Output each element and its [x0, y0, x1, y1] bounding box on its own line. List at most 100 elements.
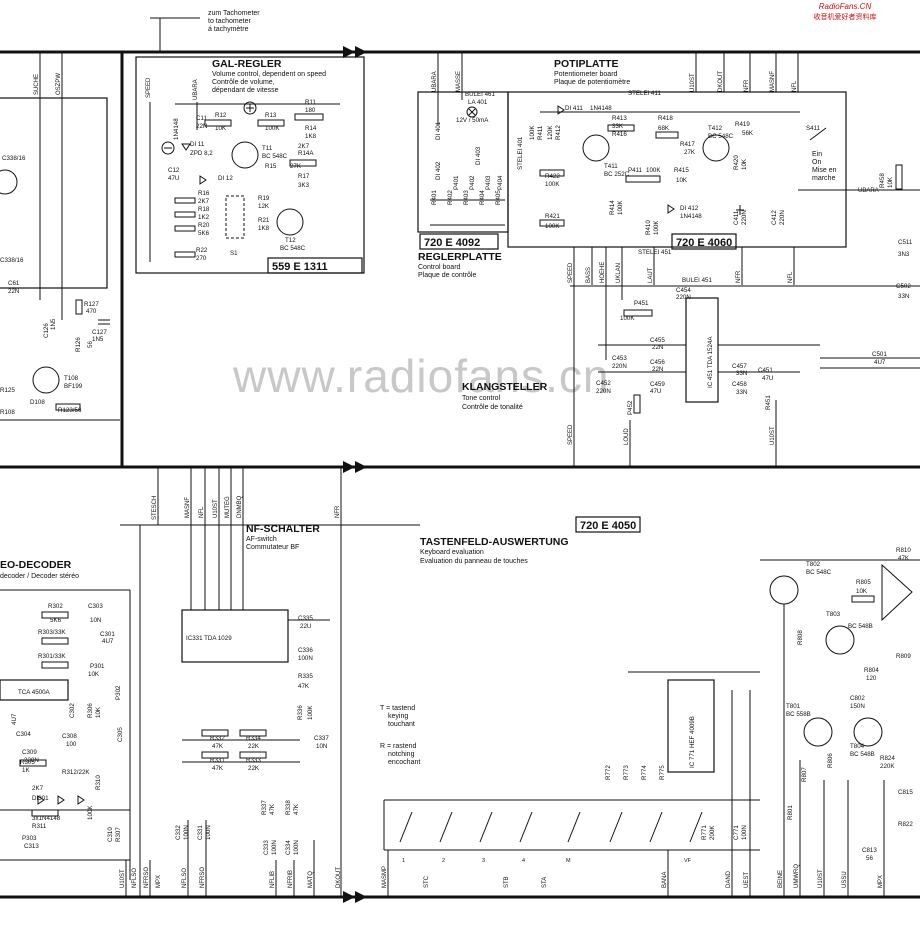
- svg-text:BULEI 451: BULEI 451: [682, 277, 712, 284]
- svg-text:C61: C61: [8, 280, 20, 287]
- svg-text:decoder / Decoder stéréo: decoder / Decoder stéréo: [0, 573, 79, 580]
- svg-text:NFR: NFR: [335, 505, 341, 518]
- svg-text:U10ST: U10ST: [818, 869, 824, 888]
- svg-text:MASNF: MASNF: [185, 497, 191, 518]
- svg-text:R123/56: R123/56: [58, 407, 82, 414]
- svg-text:UEST: UEST: [744, 872, 750, 888]
- svg-text:R451: R451: [765, 395, 772, 410]
- svg-text:NFL: NFL: [199, 506, 205, 518]
- svg-text:R337: R337: [261, 800, 268, 815]
- svg-text:Contrôle de tonalité: Contrôle de tonalité: [462, 404, 523, 411]
- svg-text:R16: R16: [198, 190, 210, 197]
- svg-text:encochant: encochant: [388, 759, 420, 766]
- svg-text:220N: 220N: [741, 210, 748, 225]
- svg-text:R418: R418: [658, 115, 673, 122]
- bus-top: [0, 46, 920, 58]
- svg-text:1N5: 1N5: [92, 336, 104, 343]
- svg-text:T802: T802: [806, 561, 821, 568]
- svg-text:R411: R411: [537, 125, 544, 140]
- svg-text:220N: 220N: [779, 210, 786, 225]
- svg-text:R311: R311: [32, 823, 47, 830]
- svg-text:NFRSO: NFRSO: [144, 867, 150, 888]
- poti-title: POTIPLATTE: [554, 58, 619, 70]
- svg-text:47U: 47U: [762, 375, 773, 382]
- svg-text:MATQ: MATQ: [308, 871, 314, 888]
- svg-text:NFLIB: NFLIB: [270, 871, 276, 888]
- svg-text:marche: marche: [812, 175, 835, 182]
- svg-text:MASNF: MASNF: [770, 71, 776, 92]
- svg-text:47K: 47K: [212, 765, 224, 772]
- svg-text:USSU: USSU: [842, 871, 848, 888]
- svg-text:R126: R126: [75, 337, 82, 352]
- svg-text:R403: R403: [463, 190, 470, 205]
- svg-text:STESCH: STESCH: [152, 496, 158, 520]
- svg-text:56K: 56K: [742, 130, 754, 137]
- svg-text:270: 270: [196, 255, 207, 262]
- svg-text:P402: P402: [469, 175, 476, 190]
- svg-text:STELEI 401: STELEI 401: [517, 136, 524, 170]
- svg-text:R18: R18: [198, 206, 210, 213]
- svg-text:notching: notching: [388, 751, 415, 758]
- svg-text:U10ST: U10ST: [690, 73, 696, 92]
- svg-text:LOUD: LOUD: [624, 428, 630, 445]
- svg-text:T804: T804: [850, 743, 865, 750]
- svg-text:touchant: touchant: [388, 721, 415, 728]
- svg-text:to tachometer: to tachometer: [208, 18, 251, 25]
- svg-text:220N: 220N: [676, 294, 691, 301]
- svg-text:1K: 1K: [22, 767, 30, 774]
- svg-text:33N: 33N: [736, 389, 747, 396]
- svg-text:zum Tachometer: zum Tachometer: [208, 10, 260, 17]
- svg-text:OSZPW: OSZPW: [56, 73, 62, 95]
- svg-text:C305: C305: [117, 727, 124, 742]
- site-name: RadioFans.CN: [819, 2, 872, 11]
- svg-text:C331: C331: [197, 825, 204, 840]
- svg-text:R809: R809: [896, 653, 911, 660]
- poti-board-code: 720 E 4060: [676, 237, 732, 249]
- tacho-note: zum Tachometer to tachometer á tachymètr…: [150, 10, 260, 52]
- svg-text:47K: 47K: [269, 803, 276, 815]
- svg-text:150N: 150N: [850, 703, 865, 710]
- svg-text:NFLSO: NFLSO: [132, 868, 138, 888]
- svg-text:C457: C457: [732, 363, 747, 370]
- svg-text:4U7: 4U7: [102, 638, 114, 645]
- svg-text:ZPD 8,2: ZPD 8,2: [190, 150, 213, 157]
- gal-board-code: 559 E 1311: [272, 261, 328, 273]
- svg-text:R301/33K: R301/33K: [38, 653, 66, 660]
- svg-text:22K: 22K: [248, 765, 260, 772]
- svg-text:NFRSO: NFRSO: [200, 867, 206, 888]
- svg-text:R307: R307: [115, 827, 122, 842]
- svg-text:C334: C334: [285, 840, 292, 855]
- svg-text:LAUT: LAUT: [648, 267, 654, 283]
- svg-text:R810: R810: [896, 547, 911, 554]
- svg-text:56: 56: [87, 341, 94, 348]
- svg-text:R125: R125: [0, 387, 15, 394]
- svg-text:U10ST: U10ST: [770, 426, 776, 445]
- svg-text:U10ST: U10ST: [213, 499, 219, 518]
- svg-text:10K: 10K: [215, 125, 227, 132]
- gal-regler-block: GAL-REGLER Volume control, dependent on …: [135, 56, 365, 274]
- svg-text:DI 12: DI 12: [218, 175, 233, 182]
- svg-text:R310: R310: [95, 775, 102, 790]
- svg-text:3K3: 3K3: [298, 182, 310, 189]
- svg-text:Tone control: Tone control: [462, 395, 501, 402]
- svg-text:UBARA: UBARA: [432, 71, 438, 92]
- svg-text:1K8: 1K8: [258, 225, 270, 232]
- svg-text:120K: 120K: [547, 125, 554, 140]
- svg-text:Volume control, dependent on s: Volume control, dependent on speed: [212, 71, 326, 78]
- svg-text:10K: 10K: [95, 706, 102, 718]
- site-tagline: 收音机爱好者资料库: [814, 12, 877, 21]
- svg-text:C309: C309: [22, 749, 37, 756]
- svg-text:BF199: BF199: [64, 383, 83, 390]
- svg-text:T412: T412: [708, 125, 723, 132]
- tasten-title: TASTENFELD-AUSWERTUNG: [420, 536, 569, 548]
- svg-text:BC 548B: BC 548B: [850, 751, 875, 758]
- svg-text:MPX: MPX: [156, 875, 162, 888]
- svg-text:R404: R404: [479, 190, 486, 205]
- svg-text:22K: 22K: [248, 743, 260, 750]
- svg-text:10K: 10K: [887, 176, 894, 188]
- svg-text:R807: R807: [801, 767, 808, 782]
- svg-text:C452: C452: [596, 380, 611, 387]
- decoder-ic: TCA 4500A: [18, 689, 51, 696]
- svg-text:C455: C455: [650, 337, 665, 344]
- svg-text:C308: C308: [62, 733, 77, 740]
